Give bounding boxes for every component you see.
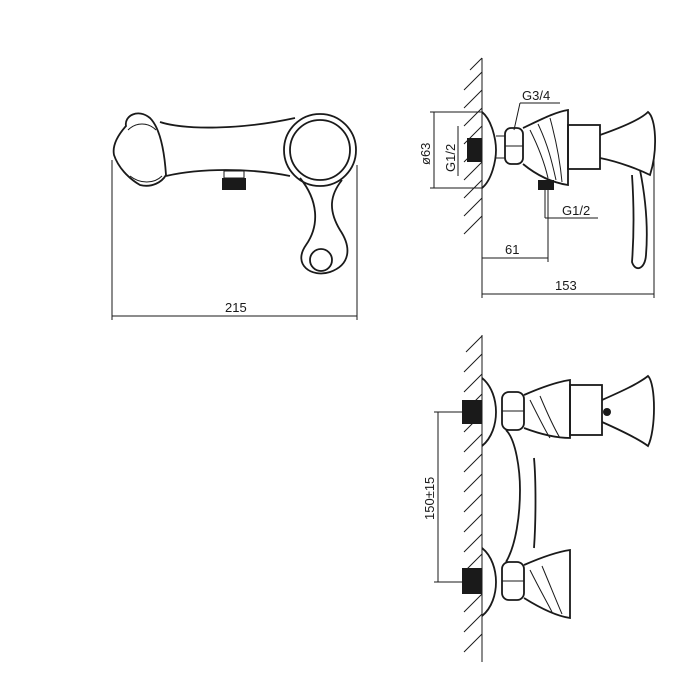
front-view-flange-lower [481,547,497,617]
dimension-length-overall: 215 [225,300,247,315]
front-view: 150±15 [422,335,655,662]
top-view-flange [112,112,167,187]
front-view-inlet-thread-upper [462,400,482,424]
label-outlet-thread-side: G1/2 [562,203,590,218]
side-view-handle [599,110,656,177]
top-view-handle-ring [283,113,357,187]
dimension-outlet-offset: 61 [505,242,519,257]
side-view-cylinder [567,124,601,170]
top-view-body [159,117,296,177]
side-view: G3/4 ø63 G1/2 G1/2 61 153 [418,57,656,298]
side-view-lever [631,169,648,270]
top-view: 215 [111,112,358,320]
side-view-outlet-thread [538,180,554,190]
top-view-lever [299,177,349,275]
dimension-inlet-spacing: 150±15 [422,477,437,520]
side-view-flange [481,111,497,189]
side-view-inlet-thread [467,138,482,162]
front-view-flange-upper [481,377,497,447]
label-outlet-thread-top: G3/4 [522,88,550,103]
top-view-outlet-thread [222,178,246,190]
label-inlet-thread: G1/2 [443,144,458,172]
dimension-flange-diameter: ø63 [418,143,433,165]
front-view-cylinder [569,384,603,436]
front-view-body [505,429,537,563]
front-view-handle [601,374,655,448]
front-view-inlet-thread-lower [462,568,482,594]
dimension-depth-total: 153 [555,278,577,293]
